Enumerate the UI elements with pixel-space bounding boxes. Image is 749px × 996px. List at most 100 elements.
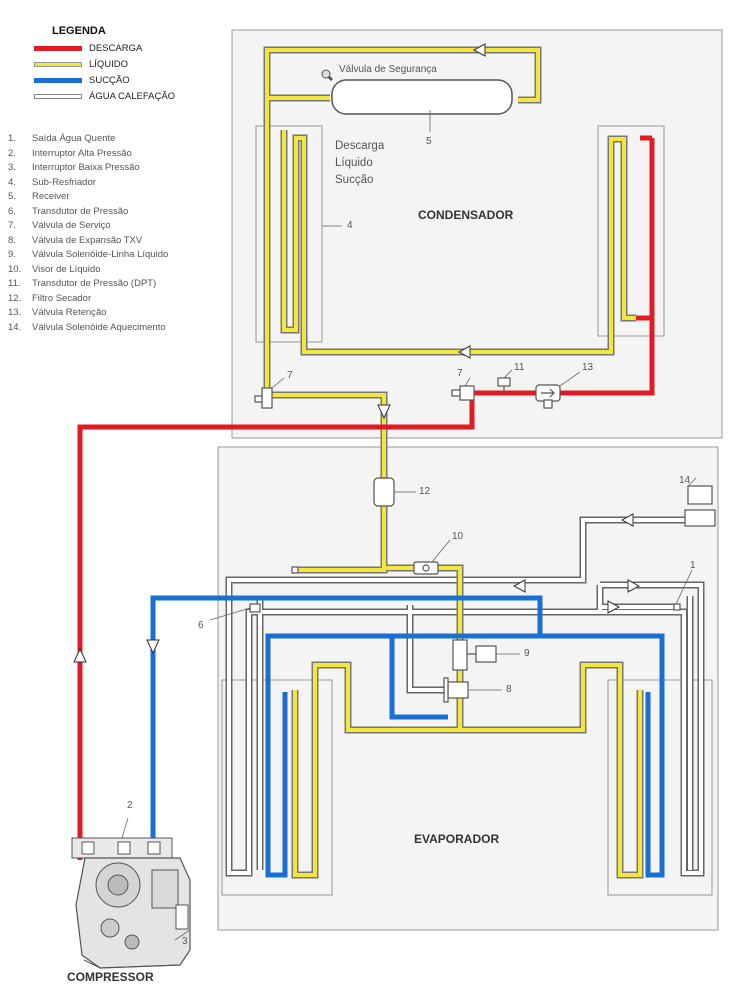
condenser-coil-frame — [597, 125, 665, 337]
callout-5: 5 — [426, 136, 432, 147]
key-num: 4. — [8, 176, 16, 188]
key-num: 1. — [8, 133, 16, 144]
callout-6: 6 — [198, 620, 204, 631]
callout-10: 10 — [452, 531, 464, 542]
key-item: 9. Válvula Solenóide-Linha Líquido — [8, 249, 168, 264]
callout-1: 1 — [690, 560, 696, 571]
key-label: Válvula de Serviço — [32, 220, 111, 231]
legend-label: ÁGUA CALEFAÇÃO — [89, 90, 176, 102]
liquid-label: Líquido — [335, 157, 373, 169]
suction-label: Sucção — [335, 174, 374, 186]
key-item: 14. Válvula Solenóide Aquecimento — [8, 322, 168, 337]
compressor-graphic — [71, 837, 191, 969]
filter-drier — [373, 477, 395, 507]
key-label: Transdutor de Pressão (DPT) — [32, 278, 157, 289]
key-num: 14. — [8, 321, 22, 333]
component-key-list: 1. Saída Água Quente 2. Interruptor Alta P… — [8, 133, 168, 336]
component-symbols — [249, 377, 716, 703]
key-item: 7. Válvula de Serviço — [8, 220, 168, 235]
callout-2: 2 — [127, 800, 133, 811]
pressure-transducer — [249, 603, 261, 613]
key-item: 12. Filtro Secador — [8, 293, 168, 308]
key-label: Válvula Retenção — [32, 307, 107, 318]
key-item: 8. Válvula de Expansão TXV — [8, 235, 168, 250]
service-valve-left — [261, 387, 273, 409]
safety-valve-label: Válvula de Segurança — [339, 64, 437, 75]
left-evap-coil-frame — [221, 679, 333, 896]
legend-swatch — [34, 61, 82, 67]
key-num: 7. — [8, 220, 16, 231]
key-num: 10. — [8, 263, 22, 275]
legend-swatch — [34, 45, 82, 51]
legend-title: LEGENDA — [52, 25, 106, 37]
callout-14: 14 — [679, 475, 691, 486]
compressor-title: COMPRESSOR — [67, 970, 154, 984]
heating-solenoid — [687, 485, 713, 505]
key-label: Sub-Resfriador — [32, 176, 96, 188]
legend-item-succao: SUCÇÃO — [34, 74, 130, 86]
key-num: 8. — [8, 234, 16, 246]
key-item: 1. Saída Água Quente — [8, 133, 168, 148]
receiver-tank — [321, 69, 513, 115]
key-num: 6. — [8, 205, 16, 217]
legend-label: SUCÇÃO — [89, 74, 130, 86]
dpt-transducer — [497, 377, 511, 387]
callout-4: 4 — [347, 220, 353, 231]
legend-item-descarga: DESCARGA — [34, 42, 142, 54]
key-num: 9. — [8, 249, 16, 260]
legend-item-liquido: LÍQUIDO — [34, 58, 128, 70]
flow-arrows — [73, 43, 641, 663]
legend-swatch — [34, 93, 82, 99]
suction-lines — [150, 595, 665, 878]
callout-3: 3 — [182, 936, 188, 947]
key-label: Saída Água Quente — [32, 133, 116, 144]
key-label: Receiver — [32, 191, 70, 202]
discharge-lines — [77, 135, 655, 860]
callout-7-right: 7 — [457, 368, 463, 379]
key-label: Interruptor Baixa Pressão — [32, 162, 140, 173]
evaporator-title: EVAPORADOR — [414, 832, 500, 846]
key-label: Visor de Líquido — [32, 263, 101, 275]
legend-label: LÍQUIDO — [89, 58, 129, 70]
key-label: Transdutor de Pressão — [32, 205, 129, 217]
heating-water-lines — [225, 516, 705, 877]
callout-12: 12 — [419, 486, 431, 497]
key-label: Filtro Secador — [32, 292, 92, 304]
callout-11: 11 — [514, 362, 525, 373]
key-label: Válvula Solenóide-Linha Líquido — [32, 249, 169, 260]
key-item: 3. Interruptor Baixa Pressão — [8, 162, 168, 177]
solenoid-liquid — [452, 639, 468, 671]
legend-item-agua: ÁGUA CALEFAÇÃO — [34, 90, 175, 102]
key-label: Válvula de Expansão TXV — [32, 234, 143, 246]
subcooler-coil-frame — [255, 125, 323, 343]
key-num: 3. — [8, 162, 16, 173]
key-item: 13. Válvula Retenção — [8, 307, 168, 322]
key-label: Válvula Solenóide Aquecimento — [32, 321, 166, 333]
callout-9: 9 — [524, 648, 530, 659]
key-num: 5. — [8, 191, 16, 202]
leader-lines — [121, 110, 697, 941]
callout-13: 13 — [582, 362, 594, 373]
key-num: 2. — [8, 147, 16, 159]
key-item: 6. Transdutor de Pressão — [8, 206, 168, 221]
key-item: 2. Interruptor Alta Pressão — [8, 148, 168, 163]
txv-valve — [447, 681, 469, 699]
key-item: 4. Sub-Resfriador — [8, 177, 168, 192]
service-valve-right — [459, 385, 475, 401]
callout-7-left: 7 — [287, 370, 293, 381]
key-num: 12. — [8, 292, 22, 304]
key-item: 10. Visor de Líquido — [8, 264, 168, 279]
liquid-lines — [263, 46, 644, 879]
key-item: 11. Transdutor de Pressão (DPT) — [8, 278, 168, 293]
legend-label: DESCARGA — [89, 42, 143, 54]
legend-swatch — [34, 77, 82, 83]
key-label: Interruptor Alta Pressão — [32, 147, 132, 159]
discharge-label: Descarga — [335, 140, 385, 152]
key-num: 11. — [8, 278, 21, 289]
key-item: 5. Receiver — [8, 191, 168, 206]
condenser-title: CONDENSADOR — [418, 208, 514, 222]
key-num: 13. — [8, 307, 22, 318]
callout-8: 8 — [506, 684, 512, 695]
